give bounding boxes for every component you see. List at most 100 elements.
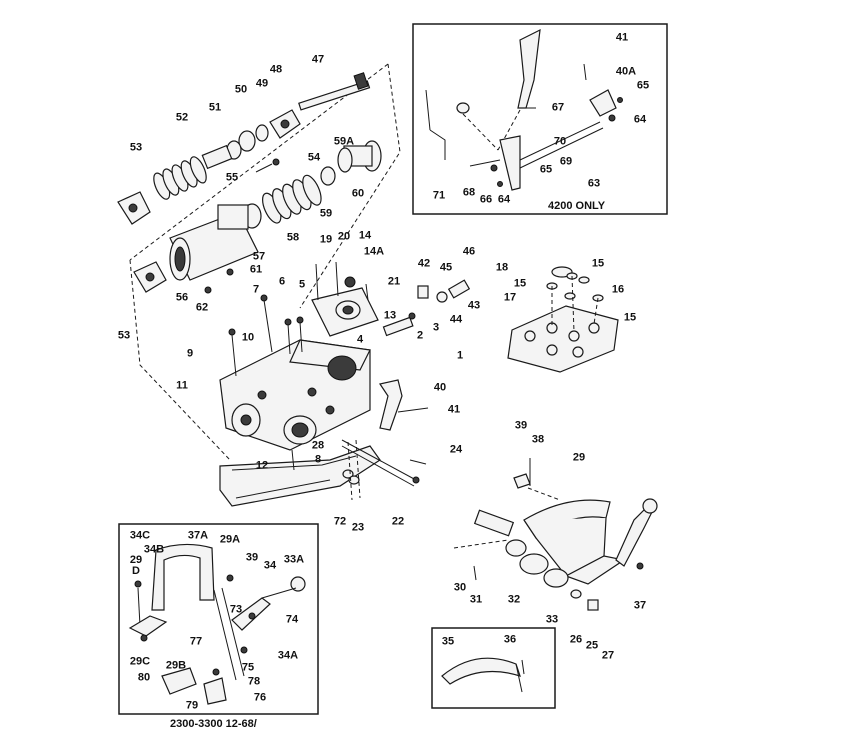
callout-62: 62 [195,301,209,314]
callout-6: 6 [278,275,286,288]
callout-56: 56 [175,291,189,304]
callout-48: 48 [269,63,283,76]
callout-59: 59 [319,207,333,220]
callout-76: 76 [253,691,267,704]
callout-66: 66 [479,193,493,206]
callout-68: 68 [462,186,476,199]
callout-57: 57 [252,250,266,263]
callout-14a: 14A [363,245,385,258]
callout-21: 21 [387,275,401,288]
quadrant-inset-parts [441,657,525,693]
callout-58: 58 [286,231,300,244]
callout-36: 36 [503,633,517,646]
callout-11: 11 [176,379,188,392]
callout-40a: 40A [615,65,637,78]
callout-29: 29 [572,451,586,464]
inset-frame-quadrant [431,627,556,709]
callout-59a: 59A [333,135,355,148]
callout-65-inset-mid: 65 [539,163,553,176]
callout-19: 19 [319,233,333,246]
callout-39-main: 39 [514,419,528,432]
callout-33a: 33A [283,553,305,566]
callout-73: 73 [229,603,243,616]
callout-49: 49 [255,77,269,90]
callout-24: 24 [449,443,463,456]
callout-2: 2 [416,329,424,342]
callout-64-inset-bottom: 64 [497,193,511,206]
callout-45: 45 [439,261,453,274]
callout-29a: 29A [219,533,241,546]
callout-72: 72 [333,515,347,528]
inset-frame-lever-alt [118,523,319,715]
callout-77: 77 [189,635,203,648]
callout-43: 43 [467,299,481,312]
callout-44: 44 [449,313,463,326]
callout-14: 14 [358,229,372,242]
callout-28: 28 [311,439,325,452]
callout-29d: 29 D [129,554,143,577]
callout-23: 23 [351,521,365,534]
callout-27: 27 [601,649,615,662]
callout-18: 18 [495,261,509,274]
callout-61: 61 [249,263,263,276]
callout-38: 38 [531,433,545,446]
callout-10: 10 [241,331,255,344]
callout-15-top: 15 [591,257,605,270]
callout-69: 69 [559,155,573,168]
callout-79: 79 [185,699,199,712]
callout-30: 30 [453,581,467,594]
callout-64-inset-right: 64 [633,113,647,126]
callout-15-left: 15 [513,277,527,290]
callout-65-inset-right: 65 [636,79,650,92]
callout-74: 74 [285,613,299,626]
inset-note-4200-only: 4200 ONLY [548,200,606,212]
callout-15-right: 15 [623,311,637,324]
lift-cylinder-group [117,63,401,461]
callout-20: 20 [337,230,351,243]
control-quadrant-assembly [453,458,658,611]
callout-63: 63 [587,177,601,190]
callout-71: 71 [432,189,446,202]
callout-50: 50 [234,83,248,96]
callout-67: 67 [551,101,565,114]
callout-41-inset: 41 [615,31,629,44]
callout-1: 1 [456,349,464,362]
callout-29b: 29B [165,659,187,672]
callout-34c: 34C [129,529,151,542]
callout-42: 42 [417,257,431,270]
callout-53-lower: 53 [117,329,131,342]
callout-12: 12 [255,459,269,472]
callout-13: 13 [383,309,397,322]
callout-51: 51 [208,101,222,114]
callout-34: 34 [263,559,277,572]
callout-37: 37 [633,599,647,612]
inset-4200-linkage [425,28,623,191]
inset-lever-alternate-parts [128,543,306,705]
control-valve-housing [219,261,471,507]
callout-32: 32 [507,593,521,606]
callout-41-main: 41 [447,403,461,416]
callout-47: 47 [311,53,325,66]
callout-53-upper: 53 [129,141,143,154]
callout-4: 4 [356,333,364,346]
callout-25: 25 [585,639,599,652]
callout-9: 9 [186,347,194,360]
drawing-code: 2300-3300 12-68/ [170,718,257,730]
callout-75: 75 [241,661,255,674]
callout-26: 26 [569,633,583,646]
callout-7: 7 [252,283,260,296]
callout-35: 35 [441,635,455,648]
callout-52: 52 [175,111,189,124]
callout-34b: 34B [143,543,165,556]
callout-8: 8 [314,453,322,466]
valve-cover-plate [507,266,619,373]
callout-80: 80 [137,671,151,684]
callout-40: 40 [433,381,447,394]
callout-54: 54 [307,151,321,164]
inset-frame-4200 [412,23,668,215]
callout-16: 16 [611,283,625,296]
callout-29c: 29C [129,655,151,668]
callout-78: 78 [247,675,261,688]
